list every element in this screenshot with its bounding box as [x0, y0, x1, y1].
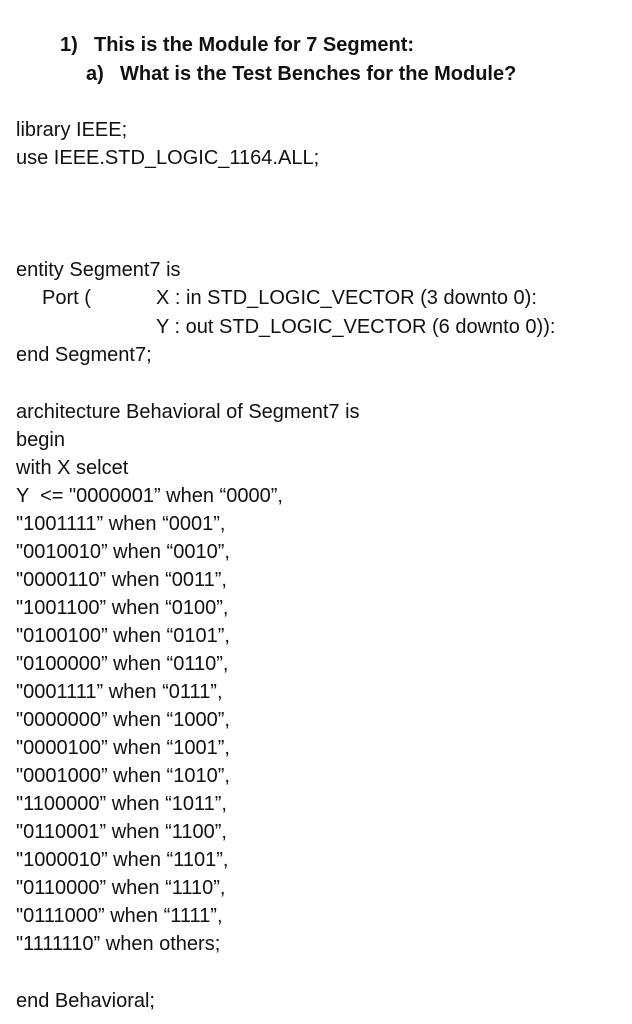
code-assign-line: "1001111” when “0001”, — [16, 513, 226, 535]
code-begin: begin — [16, 429, 65, 451]
code-with-select: with X selcet — [16, 457, 129, 479]
subquestion-title: What is the Test Benches for the Module? — [120, 63, 517, 85]
code-assign-line: Y <= "0000001” when “0000”, — [16, 485, 283, 507]
code-assign-line: "0001000” when “1010”, — [16, 765, 230, 787]
code-assign-line: "0100000” when “0110”, — [16, 653, 229, 675]
code-port-x: X : in STD_LOGIC_VECTOR (3 downto 0): — [156, 287, 537, 309]
code-assign-line: "1111110” when others; — [16, 933, 221, 955]
code-entity-close: end Segment7; — [16, 344, 152, 366]
code-assign-line: "0001111” when “0111”, — [16, 681, 223, 703]
subquestion-heading: a) What is the Test Benches for the Modul… — [86, 60, 516, 88]
subquestion-letter: a) — [86, 63, 104, 85]
code-assign-line: "0000100” when “1001”, — [16, 737, 230, 759]
code-assign-line: "0000110” when “0011”, — [16, 569, 227, 591]
code-assign-line: "1000010” when “1101”, — [16, 849, 229, 871]
code-use-line: use IEEE.STD_LOGIC_1164.ALL; — [16, 147, 320, 169]
code-assign-line: "0110000” when “1110”, — [16, 877, 226, 899]
code-port-y: Y : out STD_LOGIC_VECTOR (6 downto 0)): — [156, 316, 556, 338]
code-assign-line: "0000000” when “1000”, — [16, 709, 230, 731]
question-heading: 1) This is the Module for 7 Segment: — [60, 31, 414, 59]
code-architecture-close: end Behavioral; — [16, 990, 155, 1012]
code-port-label: Port ( — [42, 287, 91, 309]
code-assign-line: "0010010” when “0010”, — [16, 541, 230, 563]
code-assign-line: "1001100” when “0100”, — [16, 597, 229, 619]
question-title: This is the Module for 7 Segment: — [94, 34, 415, 56]
code-entity-open: entity Segment7 is — [16, 259, 181, 281]
code-assign-line: "0110001” when “1100”, — [16, 821, 227, 843]
code-assign-line: "0111000” when “1111”, — [16, 905, 223, 927]
code-library-line: library IEEE; — [16, 119, 128, 141]
code-architecture-open: architecture Behavioral of Segment7 is — [16, 401, 360, 423]
question-number: 1) — [60, 34, 78, 56]
code-assign-line: "0100100” when “0101”, — [16, 625, 230, 647]
code-assign-line: "1100000” when “1011”, — [16, 793, 227, 815]
